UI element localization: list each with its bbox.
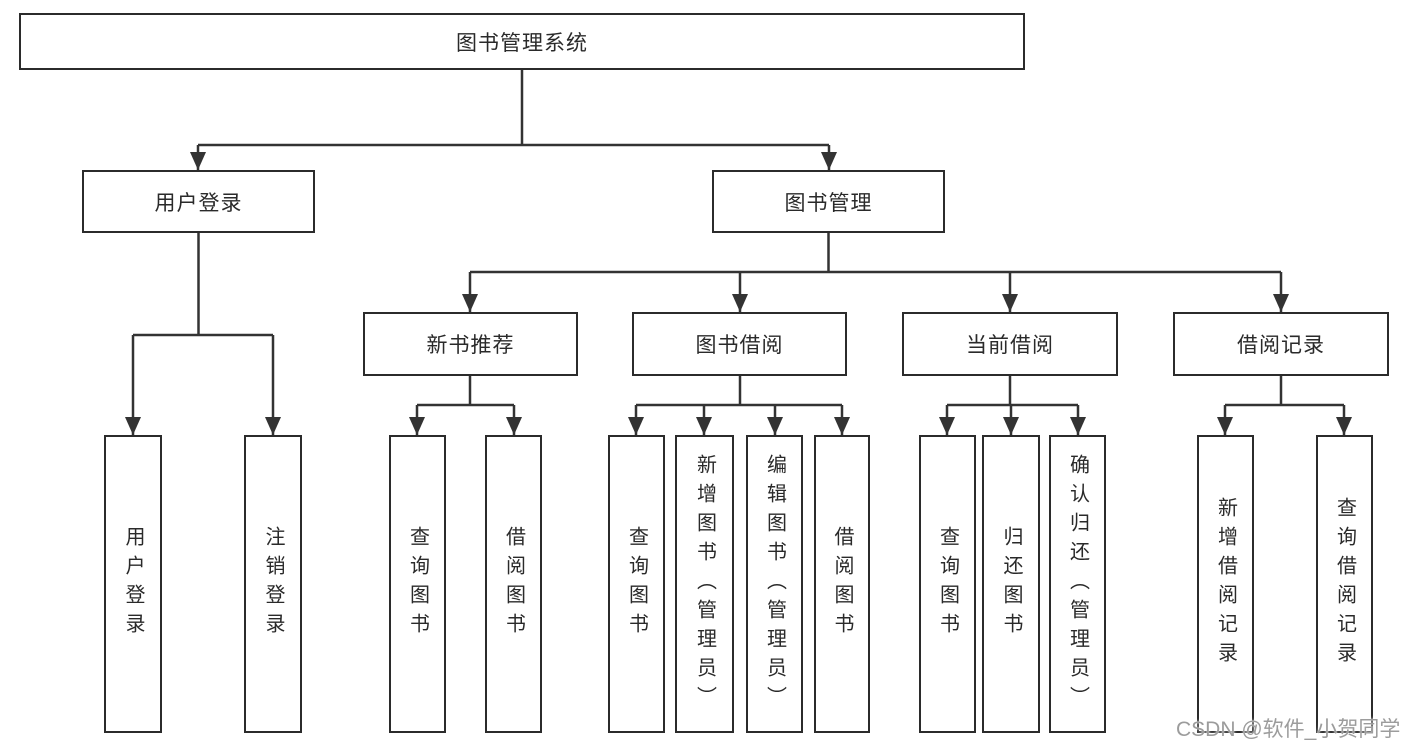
node-label: 查询图书	[406, 526, 429, 642]
node-leaf-user-login: 用户登录	[104, 435, 162, 733]
node-leaf-add-borrow-record: 新增借阅记录	[1197, 435, 1254, 733]
node-label: 用户登录	[154, 191, 243, 215]
node-library-management-system: 图书管理系统	[19, 13, 1025, 70]
node-new-book-recommend: 新书推荐	[363, 312, 578, 376]
node-label: 归还图书	[1000, 526, 1022, 642]
node-leaf-query-borrow-record: 查询借阅记录	[1316, 435, 1373, 733]
node-label: 借阅记录	[1237, 334, 1325, 357]
node-label: 编辑图书（管理员）	[763, 453, 786, 715]
node-book-management-branch: 图书管理	[712, 170, 945, 233]
node-user-login-branch: 用户登录	[82, 170, 315, 233]
node-label: 当前借阅	[966, 334, 1054, 357]
node-label: 查询图书	[936, 526, 959, 642]
node-leaf-logout: 注销登录	[244, 435, 302, 733]
node-label: 图书管理	[784, 191, 873, 215]
node-leaf-edit-books-admin: 编辑图书（管理员）	[746, 435, 803, 733]
node-leaf-query-books-1: 查询图书	[389, 435, 446, 733]
node-label: 用户登录	[122, 526, 144, 642]
node-leaf-confirm-return-admin: 确认归还（管理员）	[1049, 435, 1106, 733]
node-label: 图书管理系统	[456, 31, 588, 55]
node-label: 新书推荐	[426, 334, 515, 357]
node-leaf-add-books-admin: 新增图书（管理员）	[675, 435, 734, 733]
node-leaf-borrow-books-1: 借阅图书	[485, 435, 542, 733]
node-current-borrowing: 当前借阅	[902, 312, 1118, 376]
node-leaf-borrow-books-2: 借阅图书	[814, 435, 870, 733]
node-label: 确认归还（管理员）	[1066, 453, 1089, 715]
node-label: 图书借阅	[695, 334, 784, 357]
node-label: 查询借阅记录	[1333, 497, 1356, 671]
node-leaf-return-books: 归还图书	[982, 435, 1040, 733]
node-label: 注销登录	[262, 526, 284, 642]
node-book-borrowing: 图书借阅	[632, 312, 847, 376]
node-label: 借阅图书	[502, 526, 525, 642]
node-label: 查询图书	[625, 526, 648, 642]
node-leaf-query-books-3: 查询图书	[919, 435, 976, 733]
csdn-watermark: CSDN @软件_小贺同学	[1176, 718, 1401, 741]
node-label: 借阅图书	[831, 526, 853, 642]
node-label: 新增图书（管理员）	[693, 453, 716, 715]
node-leaf-query-books-2: 查询图书	[608, 435, 665, 733]
node-label: 新增借阅记录	[1214, 497, 1237, 671]
node-borrowing-records: 借阅记录	[1173, 312, 1389, 376]
